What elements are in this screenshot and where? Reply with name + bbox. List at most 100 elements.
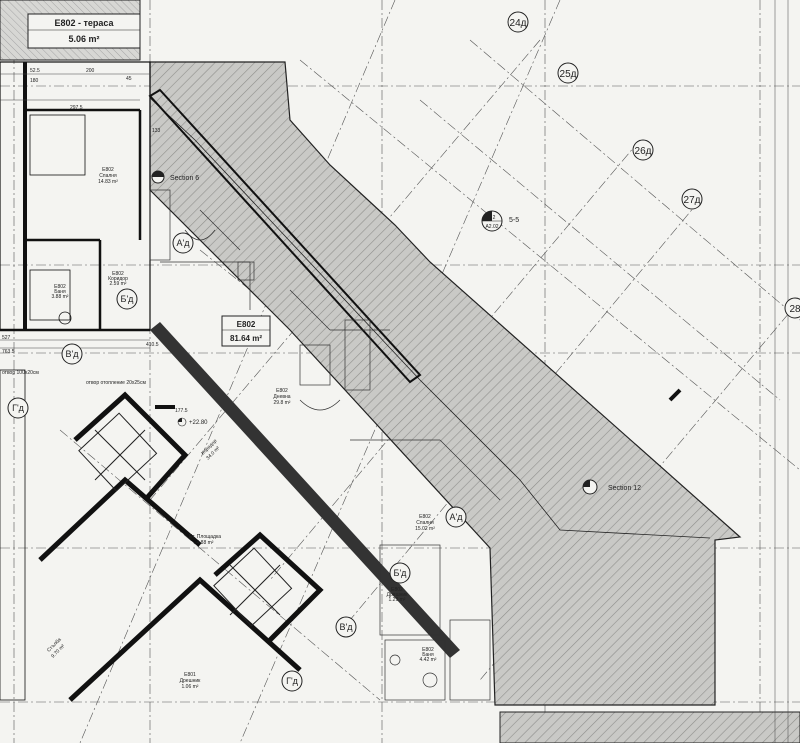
- axis-bubble: Б'д: [389, 562, 411, 584]
- grid-bubble: 26д: [632, 139, 654, 161]
- room-label: E802 Спалня 14.83 m²: [98, 167, 118, 185]
- apartment-tag-area: 81.64 m²: [230, 334, 262, 343]
- svg-text:В'д: В'д: [66, 349, 80, 359]
- apartment-tag: E802 81.64 m²: [221, 315, 271, 347]
- opening-note: отвор отопление 20x25см: [86, 380, 146, 386]
- svg-text:Section 6: Section 6: [170, 175, 199, 182]
- svg-text:527: 527: [2, 335, 11, 341]
- svg-text:1.06 m²: 1.06 m²: [182, 684, 199, 690]
- left-walls: [0, 61, 151, 701]
- interior-lines: [149, 189, 501, 701]
- terrace-hatched-area: [149, 61, 742, 706]
- svg-text:24д: 24д: [510, 18, 527, 29]
- axis-bubble: А'д: [172, 232, 194, 254]
- axis-bubble: Г'д: [7, 397, 29, 419]
- room-label: E802 Баня 4.42 m²: [420, 647, 437, 663]
- svg-text:25д: 25д: [560, 69, 577, 80]
- svg-text:E802: E802: [112, 271, 124, 277]
- svg-text:В'д: В'д: [340, 622, 354, 632]
- svg-text:Дневна: Дневна: [273, 394, 290, 400]
- grid-bubble: 28: [784, 297, 800, 319]
- apartment-tag-name: E802: [237, 320, 256, 329]
- svg-text:Баня: Баня: [54, 289, 66, 295]
- section-mark: 2 A2.02 5-5: [481, 210, 519, 232]
- axis-bubble: В'д: [335, 616, 357, 638]
- level-mark: +22.80: [177, 417, 208, 427]
- grid-bubble: 27д: [681, 188, 703, 210]
- axis-bubble: Б'д: [116, 288, 138, 310]
- svg-text:+22.80: +22.80: [189, 420, 208, 426]
- svg-text:200: 200: [86, 68, 95, 74]
- terrace-tag-area: 5.06 m²: [68, 34, 99, 44]
- room-label: E802 Дневна 29.8 m²: [273, 388, 290, 406]
- svg-text:1.29 m²: 1.29 m²: [389, 597, 406, 603]
- svg-text:29.8 m²: 29.8 m²: [274, 400, 291, 406]
- svg-text:297.5: 297.5: [70, 105, 83, 111]
- room-label: E801 Дрешник 1.06 m²: [180, 672, 202, 690]
- diagonal-wall-inner: [148, 88, 422, 384]
- diagonal-wall-main: [150, 322, 460, 658]
- svg-text:15.02 m²: 15.02 m²: [415, 526, 435, 532]
- svg-text:E802: E802: [276, 388, 288, 394]
- axis-bubble: Г'д: [281, 670, 303, 692]
- svg-text:4.42 m²: 4.42 m²: [420, 657, 437, 663]
- svg-text:Спалня: Спалня: [416, 520, 434, 526]
- svg-text:26д: 26д: [635, 146, 652, 157]
- svg-text:3.88 m²: 3.88 m²: [52, 294, 69, 300]
- svg-text:410.5: 410.5: [146, 342, 159, 348]
- svg-text:2.59 m²: 2.59 m²: [110, 281, 127, 287]
- svg-text:E801: E801: [184, 672, 196, 678]
- core-walls: [38, 391, 324, 702]
- svg-text:Спалня: Спалня: [99, 173, 117, 179]
- svg-text:А'д: А'д: [450, 512, 464, 522]
- core-boxes: [78, 412, 293, 627]
- svg-text:28: 28: [789, 304, 800, 315]
- terrace-tag: E802 - тераса 5.06 m²: [27, 13, 141, 49]
- svg-text:E802: E802: [102, 167, 114, 173]
- terrace-tag-name: E802 - тераса: [54, 18, 114, 28]
- svg-text:Г'д: Г'д: [12, 403, 25, 413]
- room-label: E802 Коридор 2.59 m²: [108, 271, 128, 287]
- svg-text:Баня: Баня: [422, 652, 434, 658]
- grid-bubble: 24д: [507, 11, 529, 33]
- svg-text:A2.02: A2.02: [485, 224, 498, 230]
- marker-bar-right: [668, 388, 682, 402]
- svg-text:E802: E802: [419, 514, 431, 520]
- marker-bar-left: [155, 405, 175, 409]
- svg-text:Дрешник: Дрешник: [387, 592, 409, 598]
- svg-text:5-5: 5-5: [509, 217, 519, 224]
- svg-text:4.88 m²: 4.88 m²: [197, 540, 214, 546]
- bottom-terrace: [499, 711, 800, 743]
- room-label: Ет. Площадка 4.88 m²: [189, 534, 221, 546]
- svg-text:763.5: 763.5: [2, 349, 15, 355]
- svg-text:Section 12: Section 12: [608, 485, 641, 492]
- axis-bubble: А'д: [445, 506, 467, 528]
- svg-text:E802: E802: [422, 647, 434, 653]
- room-label: E802 Спалня 15.02 m²: [415, 514, 435, 532]
- room-label: E802 Баня 3.88 m²: [52, 284, 69, 300]
- svg-text:Ет. Площадка: Ет. Площадка: [189, 534, 221, 540]
- svg-text:Дрешник: Дрешник: [180, 678, 202, 684]
- svg-text:177.5: 177.5: [175, 408, 188, 414]
- section-mark: Section 12: [582, 479, 641, 495]
- terrace-edge: [149, 97, 711, 539]
- svg-text:Коридор: Коридор: [108, 276, 128, 282]
- svg-text:52.5: 52.5: [30, 68, 40, 74]
- section-mark: Section 6: [151, 170, 199, 184]
- svg-text:Б'д: Б'д: [394, 568, 408, 578]
- axis-bubble: В'д: [61, 343, 83, 365]
- opening-note-2: отвор 100x20см: [2, 370, 39, 376]
- grid-bubble: 25д: [557, 62, 579, 84]
- svg-text:133: 133: [152, 128, 161, 134]
- svg-text:27д: 27д: [684, 195, 701, 206]
- svg-text:А'д: А'д: [177, 238, 191, 248]
- svg-text:2: 2: [493, 215, 496, 221]
- svg-text:14.83 m²: 14.83 m²: [98, 179, 118, 185]
- svg-text:Г'д: Г'д: [286, 676, 299, 686]
- svg-text:E802: E802: [54, 284, 66, 290]
- svg-text:180: 180: [30, 78, 39, 84]
- dimension-text: 200 297.5 52.5 180 527 763.5 45 410.5 17…: [2, 68, 188, 414]
- svg-text:Б'д: Б'д: [121, 294, 135, 304]
- svg-text:45: 45: [126, 76, 132, 82]
